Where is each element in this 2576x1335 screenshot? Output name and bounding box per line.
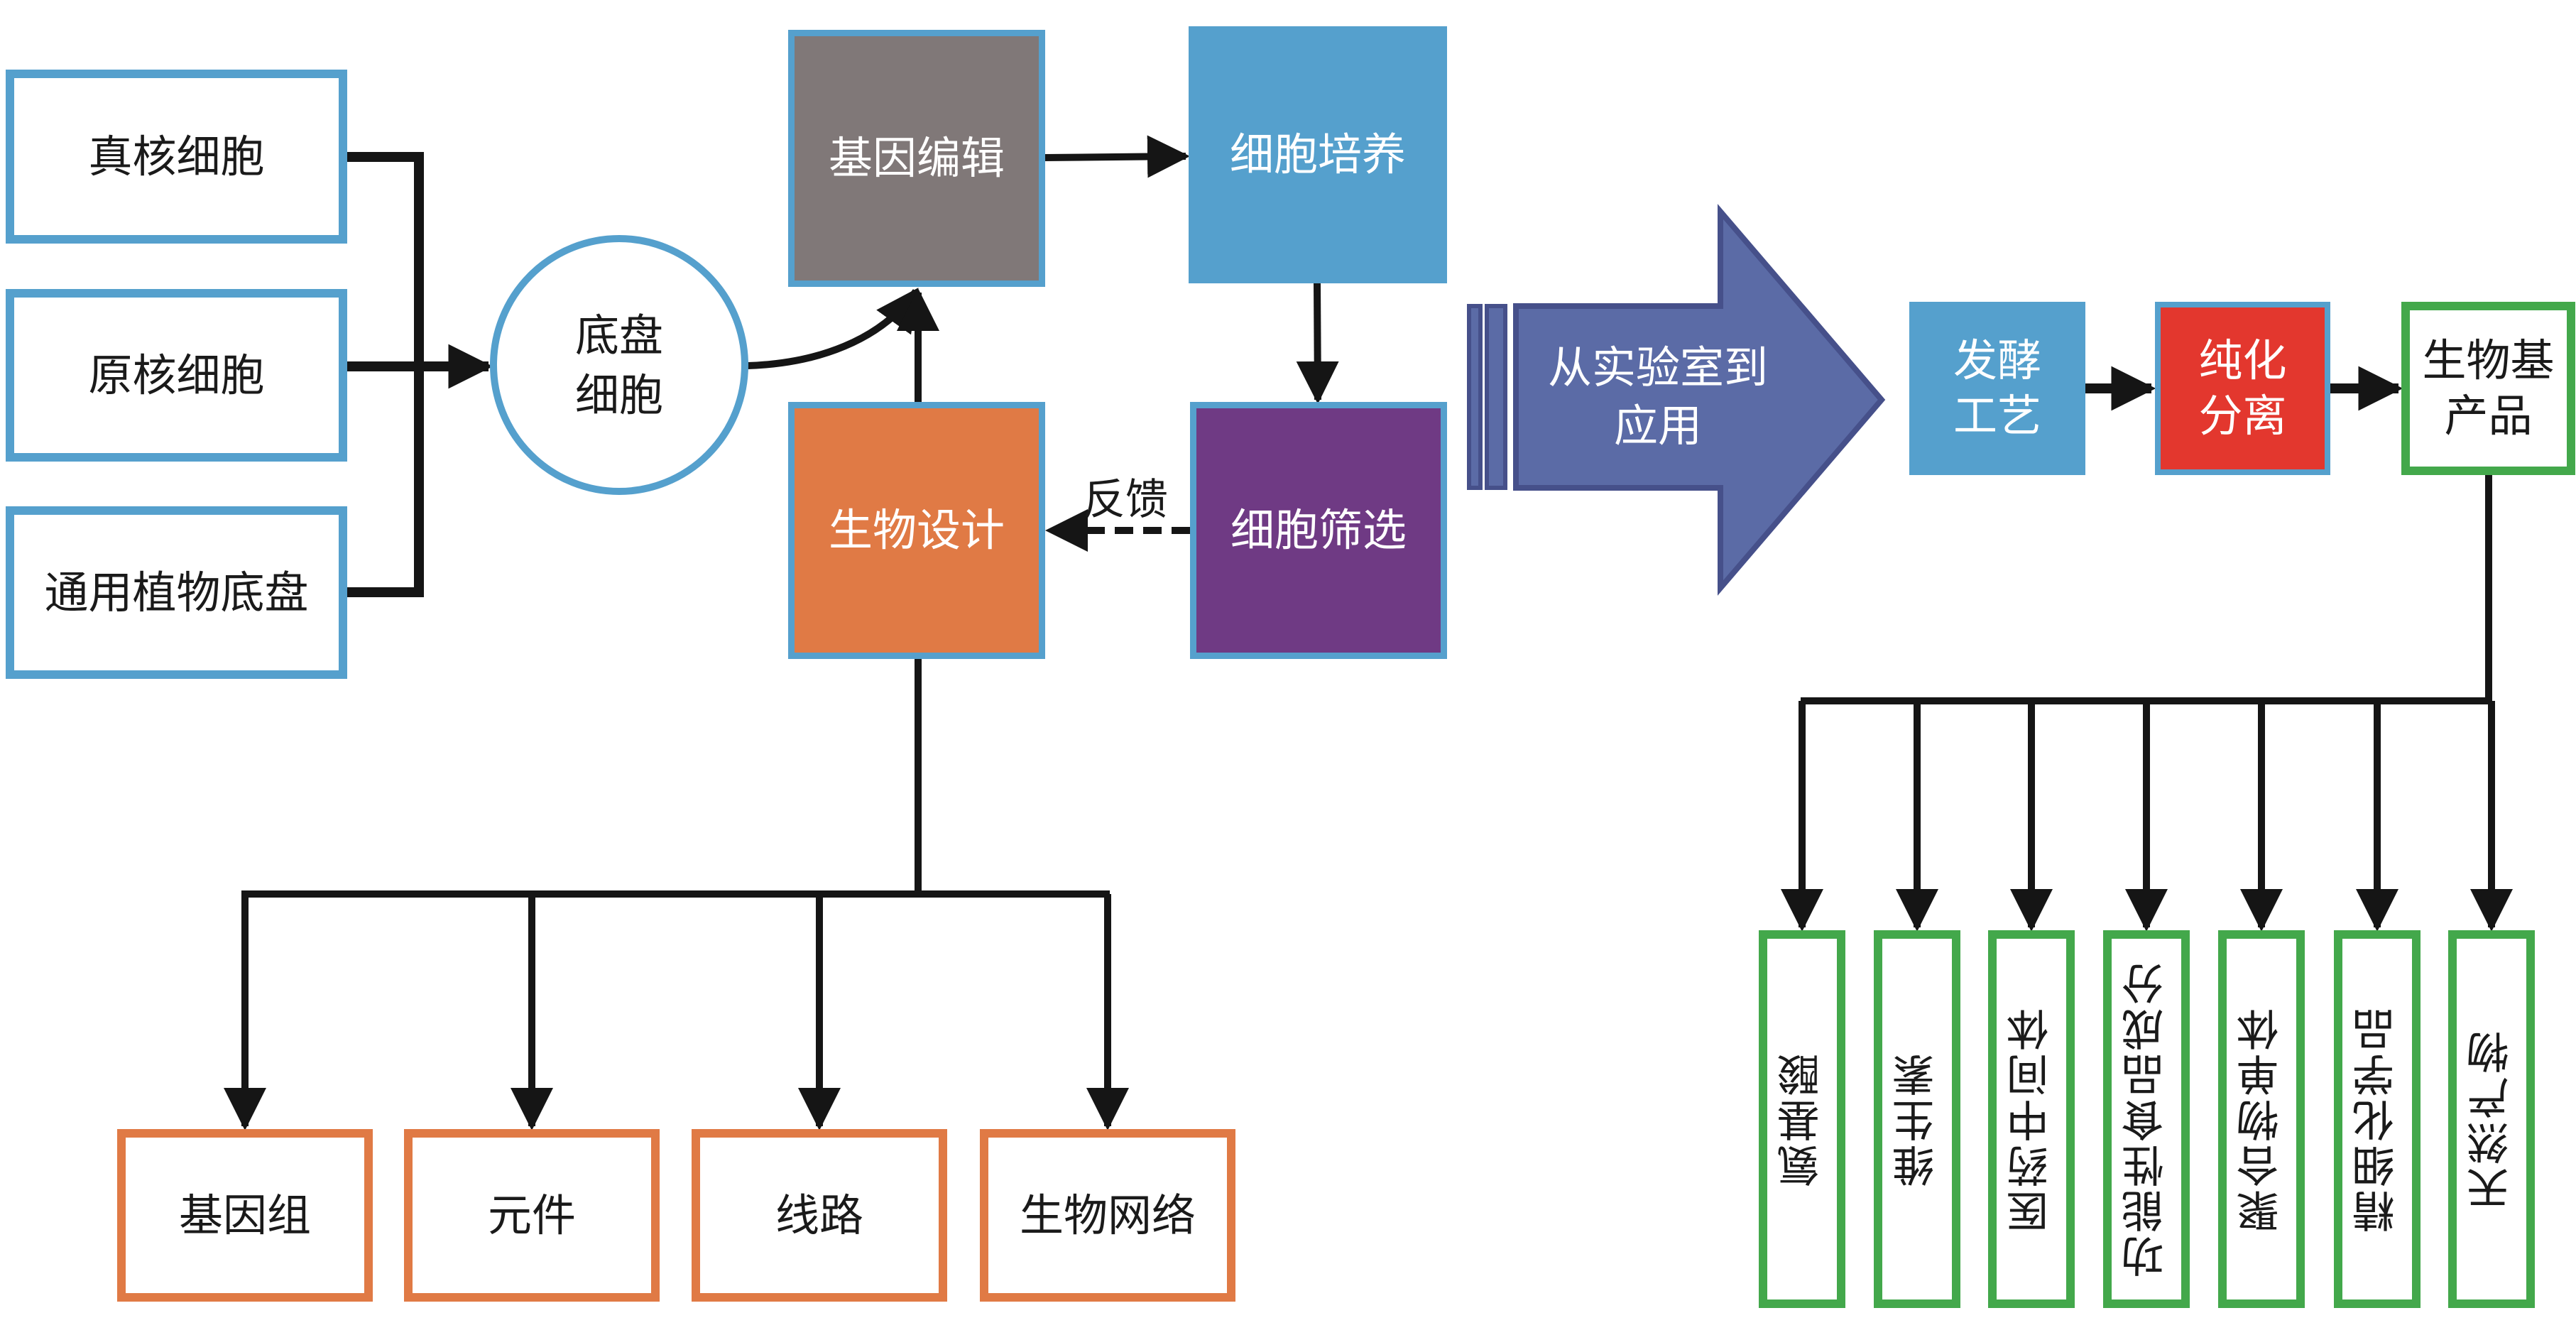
lab-to-application-label: 从实验室到 应用: [1547, 342, 1768, 452]
product-tree-connector: [1801, 475, 2492, 704]
gene-editing-label: 基因编辑: [828, 132, 1005, 184]
cell-culture-label: 细胞培养: [1229, 129, 1406, 180]
design-level-box: 基因组: [117, 1129, 373, 1302]
lab-to-application-arrow: [1467, 204, 1886, 596]
design-level-label: 生物网络: [1019, 1189, 1196, 1241]
design-level-label: 基因组: [178, 1189, 311, 1241]
source-eukaryotic-cell: 真核细胞: [6, 70, 347, 244]
lab-to-application: 从实验室到 应用: [1516, 306, 1800, 488]
product-category-label: 天然产物: [2467, 1028, 2516, 1210]
source-label: 通用植物底盘: [44, 566, 309, 619]
product-category-box: 氨基酸: [1759, 930, 1845, 1308]
cell-screening-label: 细胞筛选: [1230, 504, 1407, 556]
product-category-box: 天然产物: [2448, 930, 2535, 1308]
bio-design-box: 生物设计: [788, 402, 1045, 659]
fermentation-box: 发酵 工艺: [1909, 302, 2085, 475]
source-label: 真核细胞: [88, 130, 265, 182]
arrow-culture-to-screening: [1296, 283, 1339, 404]
product-category-box: 功能性食品成分: [2103, 930, 2190, 1308]
product-category-label: 医药中间体: [2007, 1006, 2056, 1233]
chassis-cell: 底盘 细胞: [497, 284, 741, 447]
gene-editing-box: 基因编辑: [788, 30, 1045, 287]
cell-screening-box: 细胞筛选: [1190, 402, 1447, 659]
bio-based-product-box: 生物基 产品: [2401, 302, 2575, 475]
design-level-label: 线路: [775, 1189, 863, 1241]
arrow-chassis-to-gene-editing: [747, 288, 919, 369]
product-category-box: 聚合物单体: [2218, 930, 2305, 1308]
product-category-label: 氨基酸: [1777, 1051, 1827, 1187]
design-tree-connector: [241, 659, 1110, 898]
source-plant-chassis: 通用植物底盘: [6, 506, 347, 679]
source-label: 原核细胞: [88, 349, 265, 401]
chassis-cell-node: [490, 235, 748, 495]
source-prokaryotic-cell: 原核细胞: [6, 289, 347, 462]
bio-based-product-label: 生物基 产品: [2422, 334, 2555, 442]
design-level-box: 生物网络: [980, 1129, 1235, 1302]
bio-design-label: 生物设计: [828, 504, 1005, 556]
product-category-box: 医药中间体: [1988, 930, 2075, 1308]
arrow-gene-editing-to-culture: [1044, 135, 1190, 178]
product-category-label: 功能性食品成分: [2122, 960, 2171, 1278]
product-category-label: 精细化学品: [2352, 1006, 2402, 1233]
design-level-box: 线路: [692, 1129, 947, 1302]
product-category-box: 精细化学品: [2334, 930, 2421, 1308]
product-category-label: 聚合物单体: [2237, 1006, 2286, 1233]
design-level-box: 元件: [404, 1129, 660, 1302]
design-level-label: 元件: [487, 1189, 576, 1241]
cell-culture-box: 细胞培养: [1189, 26, 1447, 283]
source-connector: [347, 152, 424, 597]
fermentation-label: 发酵 工艺: [1953, 334, 2041, 442]
feedback-label: 反馈: [1083, 475, 1168, 525]
product-category-label: 维生素: [1892, 1051, 1942, 1187]
purification-label: 纯化 分离: [2198, 334, 2287, 442]
purification-box: 纯化 分离: [2155, 302, 2330, 475]
product-category-box: 维生素: [1874, 930, 1960, 1308]
chassis-label: 底盘 细胞: [574, 310, 663, 421]
